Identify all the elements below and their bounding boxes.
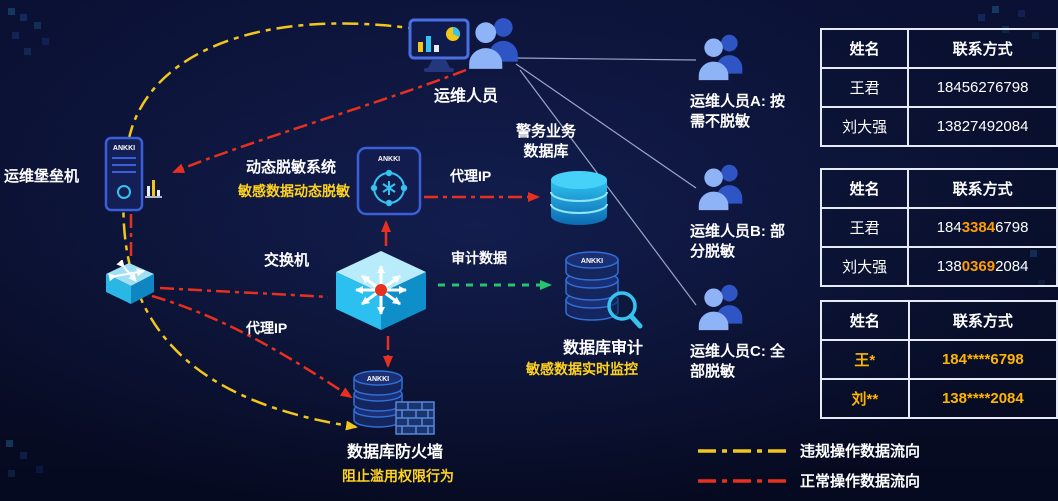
- cell-name: 王君: [819, 207, 910, 248]
- table-header-contact: 联系方式: [907, 168, 1058, 209]
- cell-phone: 18456276798: [907, 67, 1058, 108]
- proxy-ip-label-top: 代理IP: [450, 168, 492, 184]
- people-icon: [698, 34, 743, 81]
- audit-db-label: 数据库审计: [562, 340, 643, 357]
- firewall-label: 数据库防火墙: [346, 444, 443, 461]
- masking-sublabel: 敏感数据动态脱敏: [238, 183, 350, 199]
- police-db-label-line2: 数据库: [523, 143, 569, 160]
- firewall-sublabel: 阻止滥用权限行为: [342, 468, 454, 484]
- phone-prefix: 138: [936, 258, 962, 275]
- link-staff-to-personA: [515, 57, 697, 61]
- flow-router-to-switch: [159, 286, 329, 299]
- people-icon: [698, 284, 743, 331]
- table-row: 王君 18433846798: [819, 207, 1058, 248]
- table-partial-masked: 姓名 联系方式 王君 18433846798 刘大强 13803692084: [819, 168, 1058, 287]
- cell-phone: 18433846798: [907, 207, 1058, 248]
- table-header-contact: 联系方式: [907, 28, 1058, 69]
- masking-node: ANKKI: [356, 146, 422, 221]
- database-audit-icon: ANKKI: [565, 251, 643, 329]
- ops-staff-label: 运维人员: [433, 88, 498, 105]
- audit-flow-label: 审计数据: [451, 250, 507, 266]
- phone-prefix: 184: [936, 219, 962, 236]
- monitor-chart-icon: [408, 18, 470, 72]
- table-full-masked: 姓名 联系方式 王* 184****6798 刘** 138****2084: [820, 300, 1058, 419]
- phone-suffix: 2084: [995, 258, 1029, 275]
- bastion-label: 运维堡垒机: [4, 168, 80, 185]
- table-header-name: 姓名: [819, 168, 910, 209]
- cell-phone: 13827492084: [907, 106, 1058, 147]
- cell-phone: 13803692084: [907, 246, 1058, 287]
- router-icon: [106, 259, 154, 304]
- router-node: [98, 259, 160, 311]
- legend-normal-label: 正常操作数据流向: [800, 473, 921, 490]
- switch-icon: [336, 251, 426, 330]
- cell-name: 刘大强: [819, 106, 910, 147]
- brand-text: ANKKI: [113, 145, 135, 152]
- table-header-name: 姓名: [820, 300, 910, 341]
- brand-text: ANKKI: [367, 376, 389, 383]
- violation-line-sample: [698, 448, 786, 453]
- cell-name: 刘**: [820, 378, 910, 419]
- people-icon: [698, 164, 743, 211]
- firewall-node: ANKKI: [348, 368, 436, 441]
- legend-violation: 违规操作数据流向: [696, 440, 920, 461]
- police-db-label-line1: 警务业务: [515, 123, 576, 140]
- server-tower-icon: ANKKI: [104, 136, 162, 212]
- phone-masked-digits: 0369: [961, 258, 996, 275]
- legend-normal: 正常操作数据流向: [696, 470, 920, 491]
- table-unmasked: 姓名 联系方式 王君 18456276798 刘大强 13827492084: [819, 28, 1058, 147]
- ops-monitor: [408, 18, 470, 79]
- background-pixels: [6, 440, 13, 447]
- audit-db-sublabel: 敏感数据实时监控: [526, 361, 638, 377]
- cell-name: 王*: [820, 339, 910, 380]
- cell-name: 刘大强: [819, 246, 910, 287]
- brick-wall-icon: [395, 401, 435, 435]
- table-row: 刘大强 13827492084: [819, 106, 1058, 147]
- table-header-name: 姓名: [819, 28, 910, 69]
- cell-name: 王君: [819, 67, 910, 108]
- database-firewall-icon: ANKKI: [353, 370, 435, 435]
- police-db-node: [546, 168, 612, 235]
- phone-masked-digits: 3384: [961, 219, 996, 236]
- database-icon: [550, 171, 608, 225]
- masking-system-icon: ANKKI: [356, 146, 422, 216]
- switch-node: [328, 244, 434, 341]
- brand-text: ANKKI: [378, 156, 400, 163]
- table-row: 刘大强 13803692084: [819, 246, 1058, 287]
- legend-violation-label: 违规操作数据流向: [800, 443, 921, 460]
- switch-label: 交换机: [264, 252, 310, 269]
- cell-phone: 184****6798: [907, 339, 1058, 380]
- violation-flow-path: [122, 22, 425, 431]
- person-a-node: [696, 30, 746, 89]
- person-a-label: 运维人员A: 按需不脱敏: [690, 93, 785, 130]
- audit-db-node: ANKKI: [560, 248, 648, 339]
- table-row: 王* 184****6798: [820, 339, 1058, 380]
- background-pixels: [8, 8, 15, 15]
- table-row: 王君 18456276798: [819, 67, 1058, 108]
- magnifier-icon: [607, 291, 637, 321]
- flow-router-to-firewall: [151, 294, 353, 399]
- person-b-node: [696, 160, 746, 219]
- table-header-contact: 联系方式: [907, 300, 1058, 341]
- brand-text: ANKKI: [581, 258, 603, 265]
- background-pixels: [992, 6, 999, 13]
- proxy-ip-label-bottom: 代理IP: [246, 320, 288, 336]
- person-c-node: [696, 280, 746, 339]
- normal-line-sample: [698, 478, 786, 483]
- phone-suffix: 6798: [995, 219, 1029, 236]
- table-row: 刘** 138****2084: [820, 378, 1058, 419]
- people-icon: [469, 18, 518, 69]
- ops-staff-node: [466, 14, 522, 77]
- cell-phone: 138****2084: [907, 378, 1058, 419]
- bastion-node: ANKKI: [100, 134, 164, 219]
- masking-label: 动态脱敏系统: [246, 159, 337, 176]
- person-b-label: 运维人员B: 部分脱敏: [690, 223, 785, 260]
- person-c-label: 运维人员C: 全部脱敏: [690, 343, 785, 380]
